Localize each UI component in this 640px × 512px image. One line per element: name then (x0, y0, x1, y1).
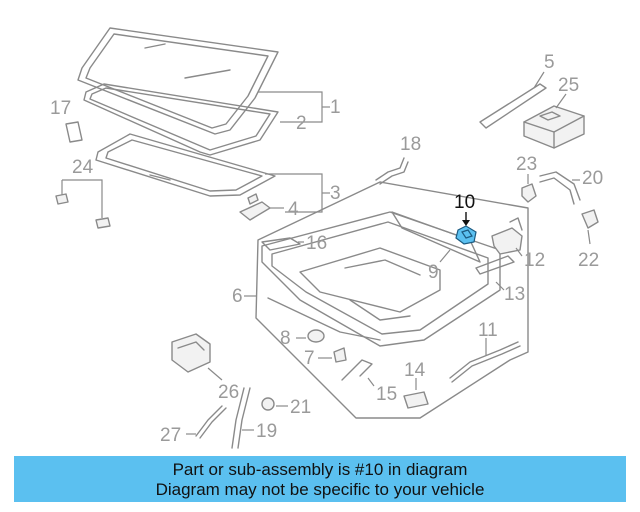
callout-6: 6 (232, 286, 243, 307)
callout-14: 14 (404, 360, 426, 381)
callout-20: 20 (582, 168, 603, 189)
callout-27: 27 (160, 425, 181, 446)
seal-part (83, 83, 279, 156)
callout-1: 1 (330, 97, 341, 118)
banner-line-2: Diagram may not be specific to your vehi… (155, 480, 485, 499)
drain-hose-part (539, 171, 581, 201)
callout-8: 8 (280, 328, 291, 349)
hose-part (375, 157, 405, 181)
hose-19-part (231, 387, 245, 449)
part-10-highlighted (455, 225, 477, 245)
cable-guide-part (475, 255, 515, 275)
callout-25: 25 (558, 75, 579, 96)
control-module-part (523, 105, 585, 149)
grommet-21-part (261, 397, 275, 411)
sunshade-part (95, 133, 276, 197)
rail-part (391, 211, 481, 263)
callout-9: 9 (428, 262, 439, 283)
callout-23: 23 (516, 154, 537, 175)
callout-5: 5 (544, 52, 555, 73)
callout-22: 22 (578, 250, 599, 271)
callout-15: 15 (376, 384, 397, 405)
guide-rail-part (479, 83, 547, 129)
callout-16: 16 (306, 233, 327, 254)
info-banner: Part or sub-assembly is #10 in diagram D… (14, 456, 626, 502)
washer-part (307, 329, 325, 343)
cable-15-part (341, 359, 373, 381)
cable-11-part (449, 341, 519, 379)
fastener-23-part (521, 183, 537, 203)
callout-21: 21 (290, 397, 311, 418)
callout-12: 12 (524, 250, 545, 271)
glass-panel-part (77, 27, 279, 135)
callout-7: 7 (304, 348, 315, 369)
clip-7-part (333, 347, 347, 363)
deflector-part (261, 237, 301, 251)
callout-3: 3 (330, 183, 341, 204)
grommet-part (581, 209, 599, 229)
callout-18: 18 (400, 134, 421, 155)
frame-assembly-part (261, 211, 501, 347)
callout-17: 17 (50, 98, 71, 119)
callout-13: 13 (504, 284, 525, 305)
callout-19: 19 (256, 421, 277, 442)
parts-diagram: 1 2 3 4 5 6 7 8 9 10 11 12 13 14 15 16 1… (50, 27, 603, 449)
pad-14-part (403, 391, 429, 409)
sunroof-frame-part (255, 181, 529, 419)
motor-part (171, 333, 211, 373)
callout-10: 10 (454, 192, 475, 213)
callout-26: 26 (218, 382, 239, 403)
hose-27-part (195, 405, 223, 437)
clip-part (239, 193, 271, 221)
callout-24: 24 (72, 157, 94, 178)
callout-2: 2 (296, 113, 307, 134)
callout-4: 4 (288, 199, 299, 220)
banner-line-1: Part or sub-assembly is #10 in diagram (172, 460, 468, 479)
bracket-12-part (491, 217, 523, 255)
callout-11: 11 (478, 320, 498, 341)
bracket-part (65, 121, 83, 143)
